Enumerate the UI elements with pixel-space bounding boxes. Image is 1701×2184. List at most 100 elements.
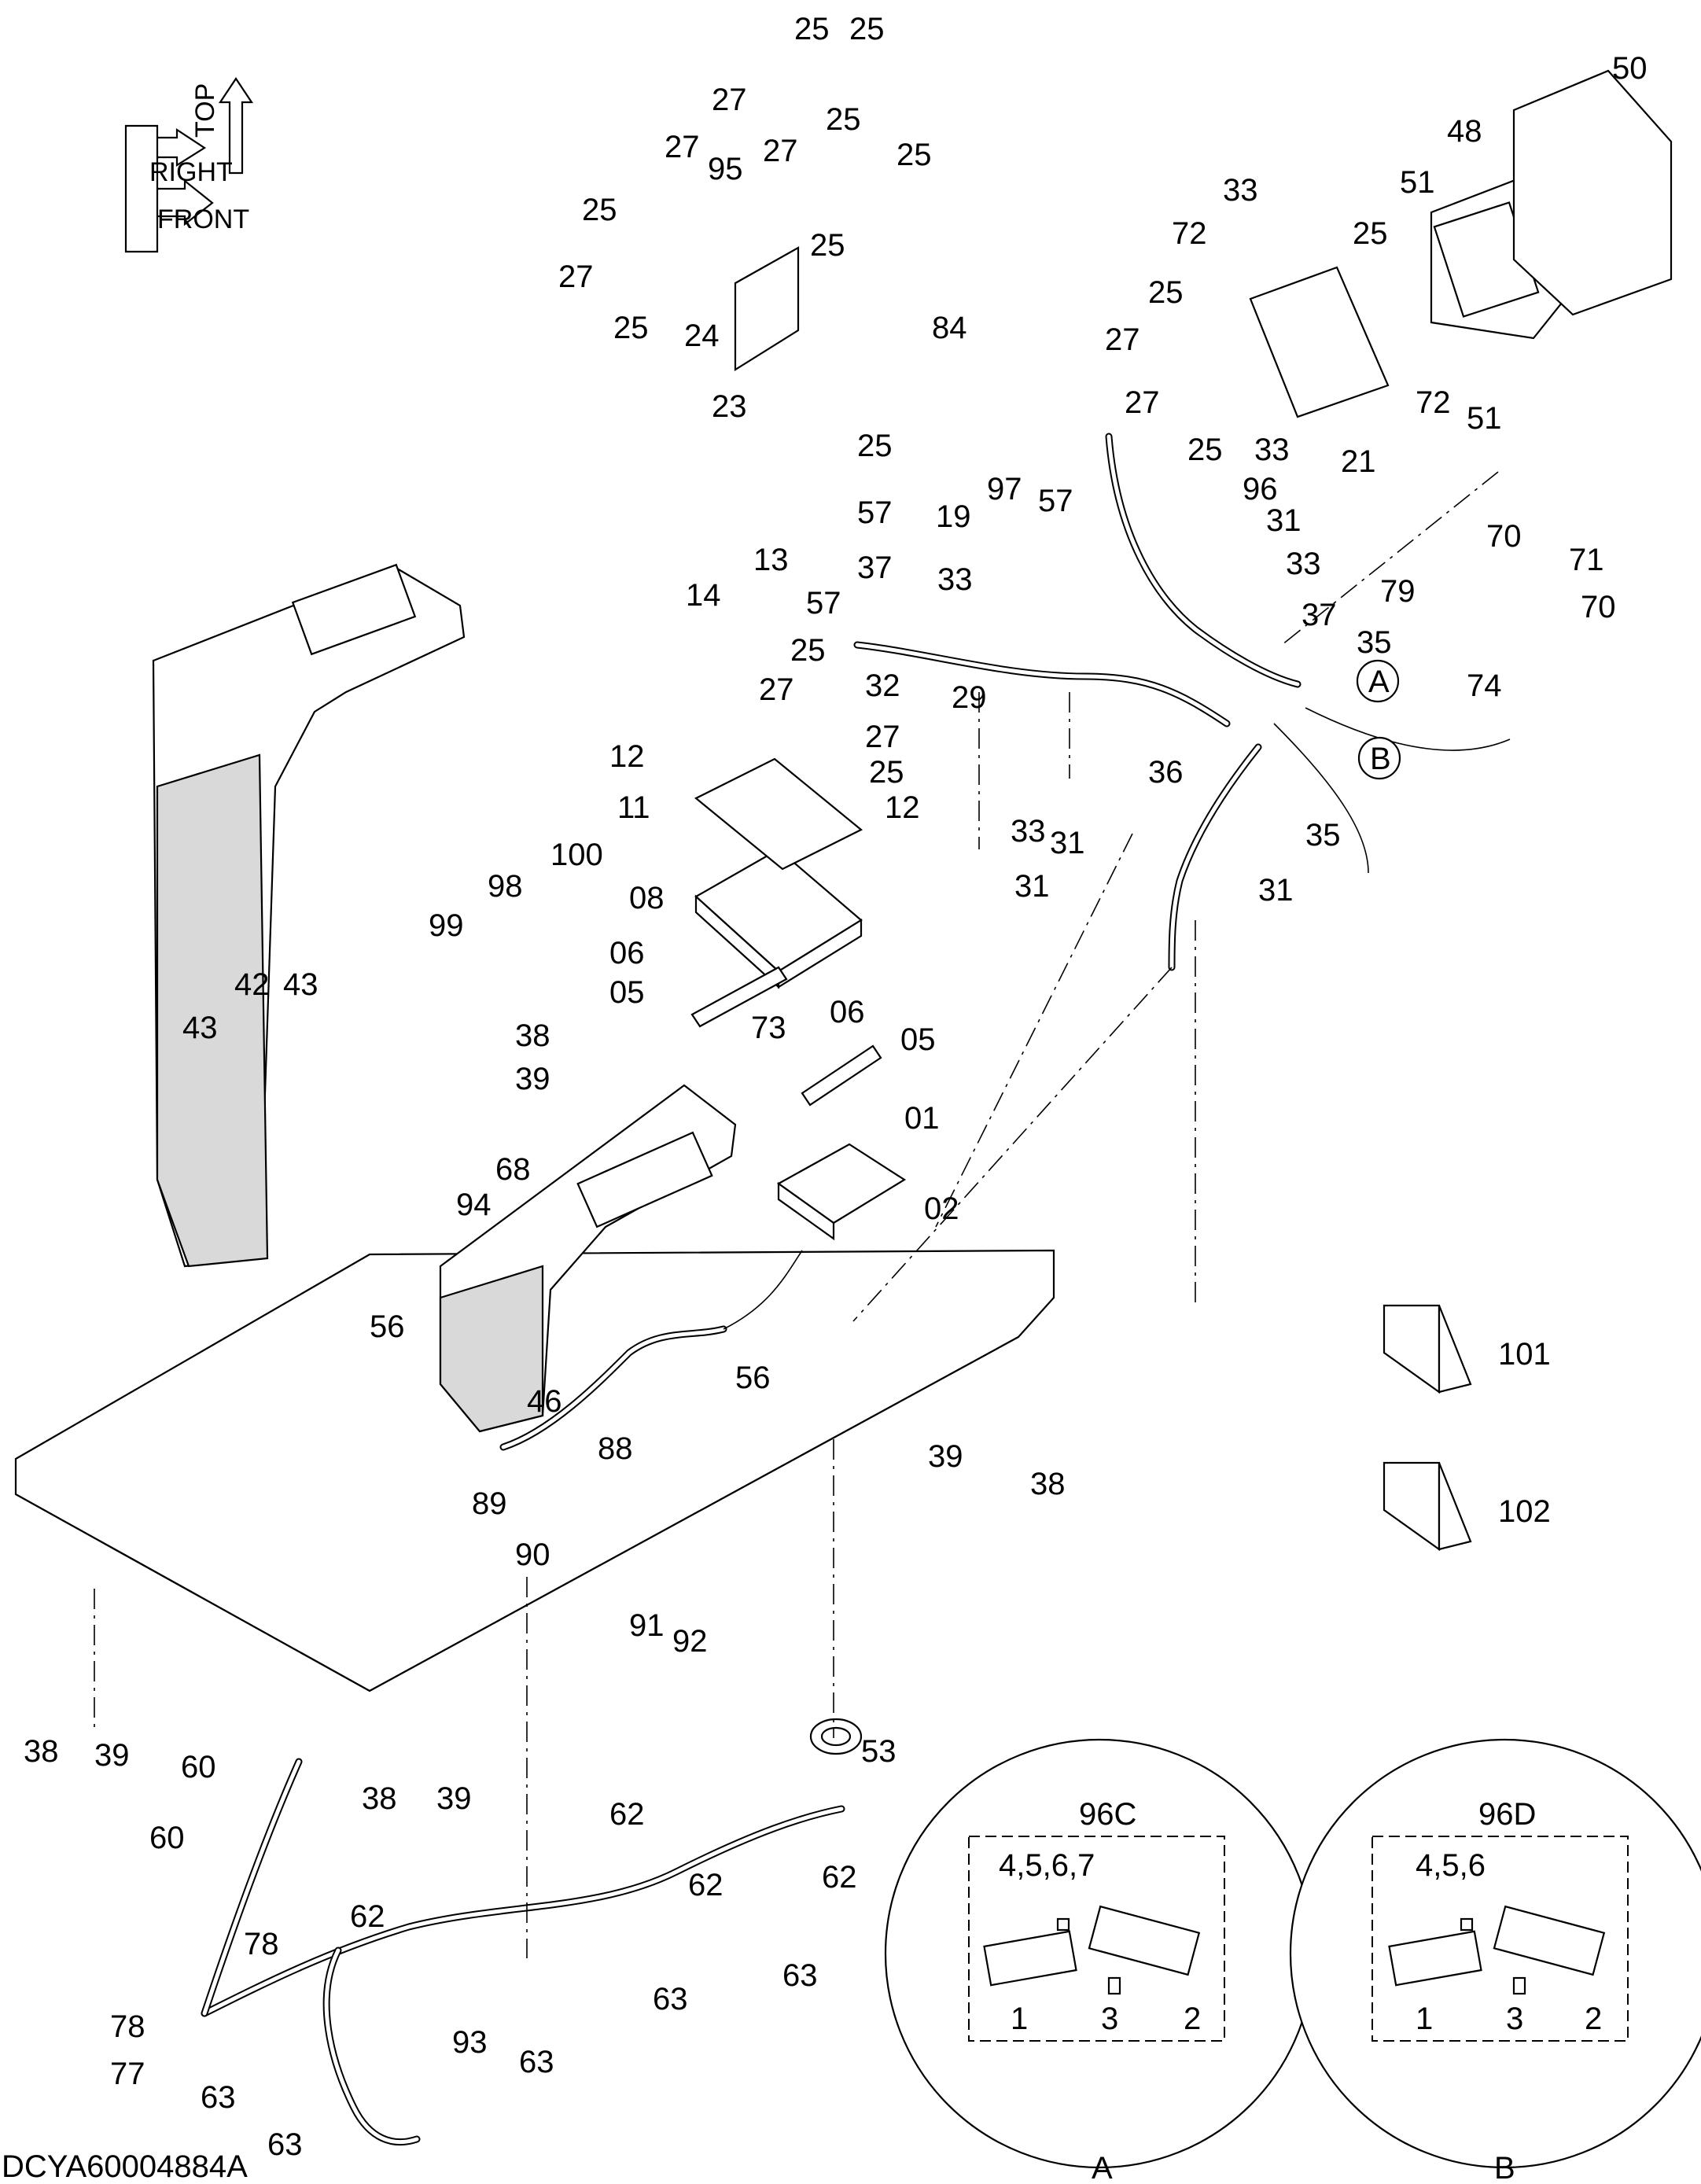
callout-27: 27 [865,720,900,754]
callout-25: 25 [1187,433,1223,467]
callout-72: 72 [1172,216,1207,251]
callout-circle-b [1357,736,1401,780]
callout-43: 43 [283,967,318,1002]
callout-23: 23 [712,389,747,424]
callout-89: 89 [472,1486,507,1521]
callout-93: 93 [452,2025,488,2060]
detail-b-part-3: 3 [1506,2002,1523,2036]
callout-68: 68 [495,1152,531,1187]
callout-31: 31 [1050,826,1085,860]
detail-view-a [884,1738,1315,2169]
callout-32: 32 [865,668,900,703]
callout-29: 29 [952,680,987,715]
callout-38: 38 [515,1018,550,1053]
callout-25: 25 [849,12,885,46]
right-console [439,1084,737,1433]
callout-51: 51 [1467,401,1502,436]
callout-60: 60 [149,1821,185,1855]
callout-27: 27 [665,130,700,164]
callout-27: 27 [763,134,798,168]
callout-62: 62 [822,1860,857,1895]
callout-46: 46 [527,1384,562,1419]
callout-36: 36 [1148,755,1184,790]
callout-06: 06 [830,995,865,1029]
callout-01: 01 [904,1101,940,1136]
callout-38: 38 [362,1781,397,1816]
detail-b-view-label: B [1494,2151,1515,2184]
callout-25: 25 [869,755,904,790]
drawing-code: DCYA60004884A [2,2149,248,2184]
callout-63: 63 [782,1958,818,1993]
callout-63: 63 [201,2080,236,2115]
callout-25: 25 [613,311,649,345]
callout-35: 35 [1305,818,1341,853]
callout-51: 51 [1400,165,1435,200]
decal-101 [1383,1304,1472,1394]
callout-06: 06 [609,936,645,970]
cover-50 [1512,69,1673,316]
callout-27: 27 [558,260,594,294]
detail-b-part-2: 2 [1585,2002,1602,2036]
callout-25: 25 [582,193,617,227]
callout-79: 79 [1380,574,1416,609]
callout-96: 96 [1243,472,1278,506]
callout-53: 53 [861,1734,897,1769]
callout-35: 35 [1357,625,1392,660]
callout-05: 05 [609,975,645,1010]
callout-37: 37 [857,551,893,585]
callout-33: 33 [1286,547,1321,581]
callout-57: 57 [857,495,893,530]
callout-24: 24 [684,319,720,353]
callout-74: 74 [1467,668,1502,703]
console-harness-46 [499,1250,803,1451]
detail-a-items: 4,5,6,7 [999,1848,1095,1883]
callout-94: 94 [456,1188,492,1222]
callout-101: 101 [1498,1337,1551,1372]
callout-25: 25 [1353,216,1388,251]
callout-62: 62 [609,1797,645,1832]
detail-a-view-label: A [1092,2151,1113,2184]
callout-84: 84 [932,311,967,345]
callout-57: 57 [1038,484,1073,518]
callout-78: 78 [244,1927,279,1961]
callout-25: 25 [897,138,932,172]
plate-11 [694,757,863,871]
callout-circle-a [1356,659,1400,703]
callout-27: 27 [1105,322,1140,357]
left-console [152,563,466,1268]
callout-27: 27 [759,672,794,707]
detail-a-part-1: 1 [1011,2002,1028,2036]
detail-a-part-2: 2 [1184,2002,1201,2036]
callout-25: 25 [810,228,845,263]
callout-71: 71 [1569,543,1604,577]
decal-102 [1383,1461,1472,1552]
callout-73: 73 [751,1011,786,1045]
detail-b-part-1: 1 [1416,2002,1433,2036]
callout-95: 95 [708,152,743,186]
detail-a-part-3: 3 [1101,2002,1118,2036]
callout-33: 33 [1011,814,1046,849]
bracket-05 [690,966,882,1107]
callout-a: A [1368,665,1390,699]
callout-02: 02 [924,1191,959,1226]
callout-99: 99 [429,908,464,943]
box-02 [776,1143,907,1241]
callout-56: 56 [735,1361,771,1395]
callout-11: 11 [617,790,650,825]
callout-38: 38 [24,1734,59,1769]
orient-right-label: RIGHT [149,157,233,187]
callout-57: 57 [806,586,841,621]
callout-13: 13 [753,543,789,577]
callout-77: 77 [110,2057,145,2091]
callout-63: 63 [653,1982,688,2016]
relay-bracket-23 [734,246,800,371]
callout-62: 62 [350,1899,385,1934]
callout-19: 19 [936,499,971,534]
callout-39: 39 [94,1738,130,1773]
callout-62: 62 [688,1868,723,1902]
callout-33: 33 [1223,173,1258,208]
callout-39: 39 [928,1439,963,1474]
callout-70: 70 [1486,519,1522,554]
